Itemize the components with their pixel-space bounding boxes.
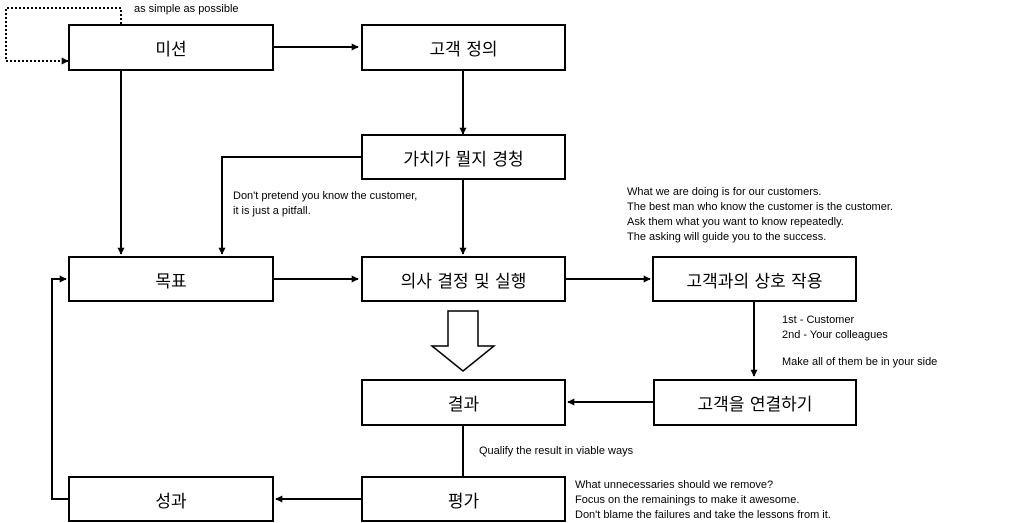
node-customer-interaction: 고객과의 상호 작용 [652, 256, 857, 302]
note-line: 1st - Customer [782, 314, 855, 326]
note-line: The best man who know the customer is th… [627, 201, 893, 213]
note-qualify: Qualify the result in viable ways [479, 445, 634, 457]
note-line: Don't blame the failures and take the le… [575, 509, 831, 521]
node-listen-values: 가치가 뭘지 경청 [361, 134, 566, 180]
note-line: What unnecessaries should we remove? [575, 479, 774, 491]
note-line: 2nd - Your colleagues [782, 329, 888, 341]
note-priority: 1st - Customer 2nd - Your colleagues [782, 313, 888, 343]
node-decision-execution: 의사 결정 및 실행 [361, 256, 566, 302]
node-result: 결과 [361, 379, 566, 426]
note-remove: What unnecessaries should we remove? Foc… [575, 478, 831, 523]
node-connect-customers: 고객을 연결하기 [653, 379, 857, 426]
note-simple: as simple as possible [134, 3, 239, 15]
note-line: The asking will guide you to the success… [627, 231, 827, 243]
node-customer-definition: 고객 정의 [361, 24, 566, 71]
note-line: Don't pretend you know the customer, [233, 190, 418, 202]
arrow-achievement-to-goal [51, 275, 68, 500]
node-achievement: 성과 [68, 476, 274, 522]
node-goal: 목표 [68, 256, 274, 302]
arrow-mission-self-loop [5, 7, 122, 65]
node-evaluation: 평가 [361, 476, 566, 522]
note-line: Focus on the remainings to make it aweso… [575, 494, 800, 506]
note-line: it is just a pitfall. [233, 205, 311, 217]
note-side: Make all of them be in your side [782, 356, 938, 368]
note-line: Ask them what you want to know repeatedl… [627, 216, 844, 228]
note-pretend: Don't pretend you know the customer, it … [233, 189, 417, 219]
arrow-listen-to-goal [218, 156, 361, 255]
node-mission: 미션 [68, 24, 274, 71]
note-customers: What we are doing is for our customers. … [627, 185, 893, 245]
note-line: What we are doing is for our customers. [627, 186, 822, 198]
big-down-arrow-icon [429, 310, 497, 372]
